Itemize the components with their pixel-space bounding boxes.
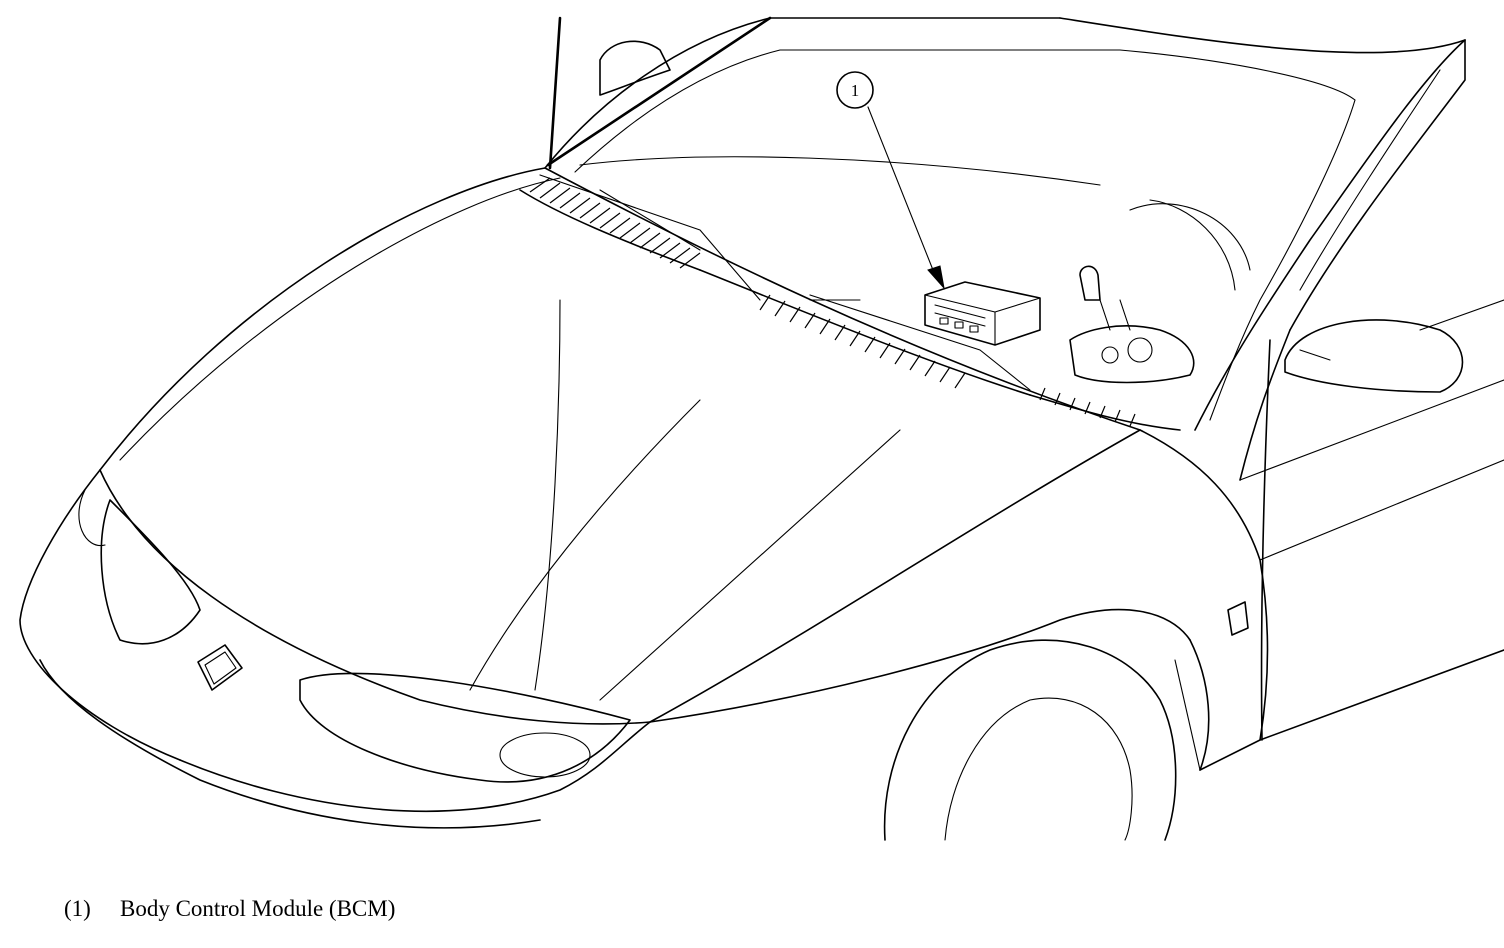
callout-1-arrowhead (927, 265, 945, 290)
windshield (544, 16, 1466, 431)
body-control-module (924, 281, 1041, 346)
fender-wheel (649, 379, 1504, 841)
side-mirror-left (599, 40, 671, 96)
callout-1: 1 (836, 71, 945, 290)
hood (99, 167, 1141, 725)
side-mirror-right (1284, 319, 1464, 393)
steering-column (1069, 199, 1251, 384)
callout-1-circle (836, 71, 874, 109)
door (1260, 299, 1504, 741)
a-pillar (1239, 39, 1466, 481)
cowl-wipers (519, 174, 1181, 431)
callout-1-leader (867, 106, 936, 276)
headlamps (100, 499, 631, 783)
callout-1-number: 1 (851, 81, 860, 100)
front-bumper (19, 469, 651, 829)
car-front-line-drawing: 1 (19, 16, 1504, 841)
legend-item-1-text: Body Control Module (BCM) (120, 896, 396, 921)
front-emblem (197, 644, 243, 691)
legend: (1) Body Control Module (BCM) (64, 896, 395, 922)
legend-item-1-number: (1) (64, 896, 91, 921)
